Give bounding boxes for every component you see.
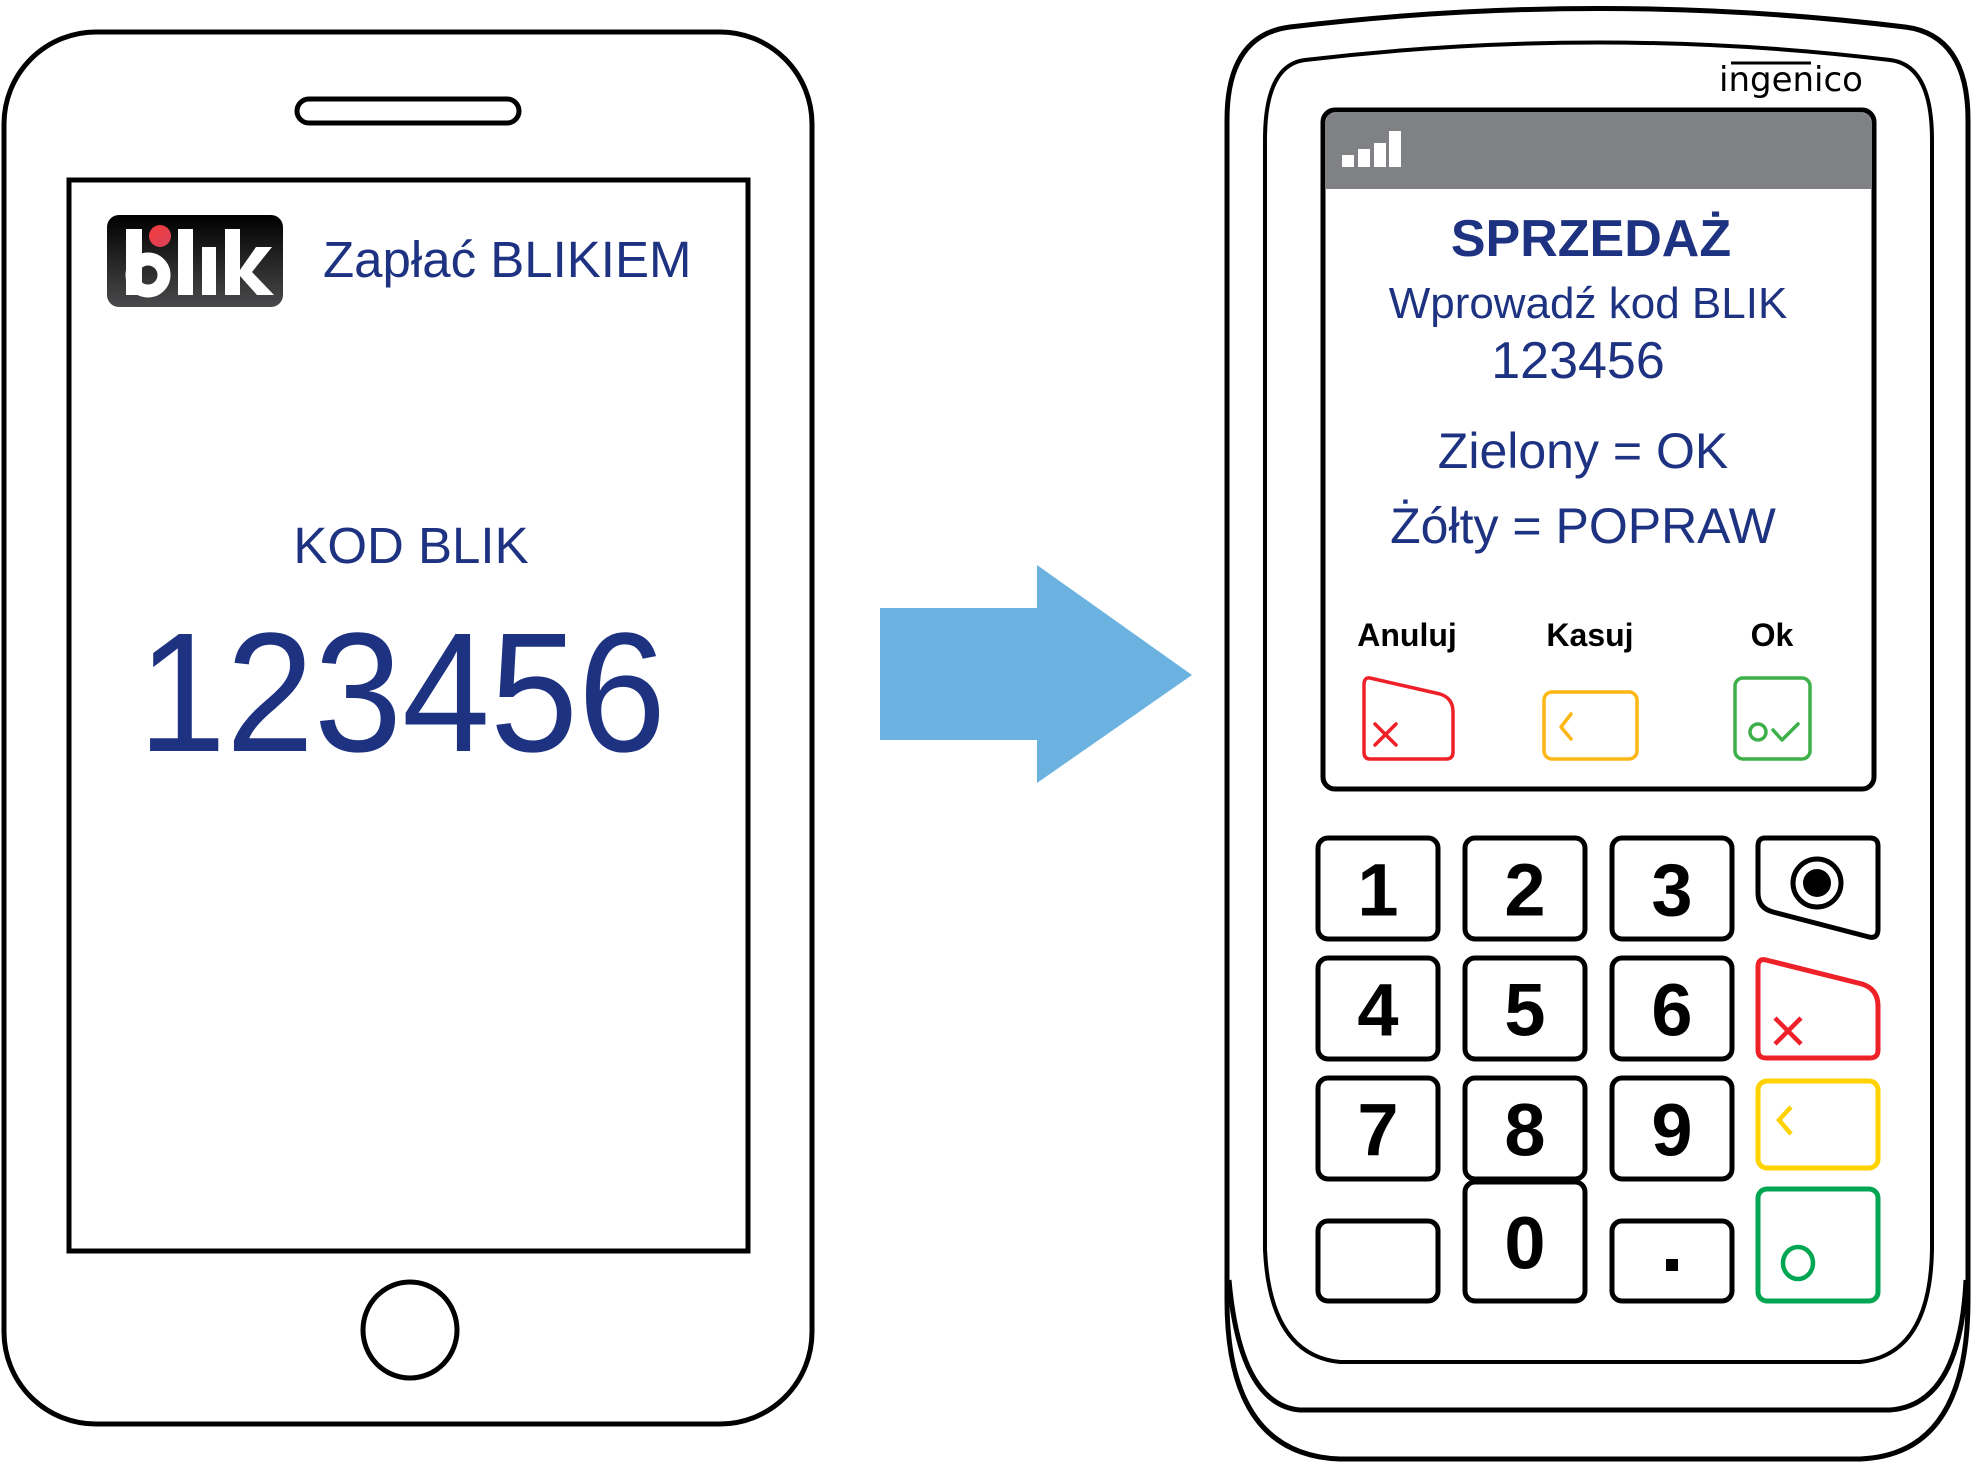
code-label: KOD BLIK [293, 517, 528, 574]
softkey-clear[interactable] [1542, 690, 1639, 761]
blik-logo-icon [107, 215, 283, 307]
key-cap [1609, 835, 1735, 942]
key-label: 6 [1651, 969, 1692, 1052]
backspace-chevron-icon [1775, 1105, 1793, 1136]
screen-title: SPRZEDAŻ [1451, 210, 1731, 268]
key-5[interactable]: 5 [1462, 955, 1588, 1062]
key-9[interactable]: 9 [1609, 1075, 1735, 1182]
enter-key[interactable] [1755, 1186, 1881, 1304]
screen-legend-green: Zielony = OK [1438, 423, 1728, 479]
key-dot[interactable] [1609, 1218, 1735, 1304]
ok-circle-icon [1748, 722, 1768, 742]
app-title: Zapłać BLIKIEM [323, 231, 691, 288]
terminal-screen: SPRZEDAŻ Wprowadź kod BLIK 123456 Zielon… [1320, 107, 1877, 792]
signal-bars-icon [1342, 131, 1401, 167]
key-cap [1462, 1075, 1588, 1182]
key-6[interactable]: 6 [1609, 955, 1735, 1062]
circle-o-icon [1780, 1244, 1816, 1282]
cancel-x-icon [1773, 1016, 1803, 1046]
screen-prompt: Wprowadź kod BLIK [1389, 279, 1788, 328]
key-cap [1609, 955, 1735, 1062]
arrow-right-icon [880, 565, 1192, 783]
softkey-cancel[interactable] [1362, 676, 1455, 761]
backspace-chevron-icon [1559, 712, 1573, 741]
key-label: 1 [1357, 849, 1398, 932]
smartphone: Zapłać BLIKIEM KOD BLIK 123456 [1, 29, 815, 1427]
brand-logo: ingenico [1719, 60, 1863, 100]
cancel-key[interactable] [1755, 957, 1881, 1061]
key-label: 2 [1504, 849, 1545, 932]
softkey-label-ok: Ok [1751, 617, 1794, 653]
key-3[interactable]: 3 [1609, 835, 1735, 942]
blik-code: 123456 [138, 598, 666, 788]
key-cap [1315, 835, 1441, 942]
key-label: 3 [1651, 849, 1692, 932]
contactless-key[interactable] [1755, 835, 1881, 940]
key-cap [1462, 835, 1588, 942]
key-cap [1462, 955, 1588, 1062]
terminal-body-middle [1226, 1279, 1969, 1413]
softkey-label-clear: Kasuj [1546, 617, 1633, 653]
key-cap [1315, 1218, 1441, 1304]
key-label: 0 [1504, 1202, 1545, 1285]
key-7[interactable]: 7 [1315, 1075, 1441, 1182]
key-blank[interactable] [1315, 1218, 1441, 1304]
key-label: 5 [1504, 969, 1545, 1052]
key-0[interactable]: 0 [1462, 1179, 1588, 1304]
key-8[interactable]: 8 [1462, 1075, 1588, 1182]
softkey-label-cancel: Anuluj [1357, 617, 1457, 653]
payment-terminal: ingenico SPRZEDAŻ Wprowadź kod BLIK 1234… [1224, 6, 1971, 1462]
contactless-dot-icon [1790, 856, 1844, 910]
key-cap [1315, 955, 1441, 1062]
screen-legend-yellow: Żółty = POPRAW [1390, 498, 1777, 554]
screen-entered-code: 123456 [1491, 332, 1665, 390]
key-label: 8 [1504, 1089, 1545, 1172]
cancel-x-icon [1373, 722, 1398, 747]
screen-header-bar [1326, 113, 1871, 189]
key-label: 7 [1357, 1089, 1398, 1172]
dot-icon [1666, 1259, 1678, 1271]
key-cap [1315, 1075, 1441, 1182]
keypad: 1 2 3 4 5 6 7 8 9 0 [1315, 835, 1735, 1304]
key-cap [1609, 1075, 1735, 1182]
key-label: 4 [1357, 969, 1398, 1052]
speaker-slot-icon [294, 96, 522, 126]
home-button-icon[interactable] [360, 1279, 460, 1381]
key-2[interactable]: 2 [1462, 835, 1588, 942]
softkey-ok[interactable] [1733, 676, 1812, 761]
ok-check-icon [1771, 722, 1800, 742]
phone-screen [66, 177, 751, 1254]
key-4[interactable]: 4 [1315, 955, 1441, 1062]
correction-key[interactable] [1755, 1078, 1881, 1171]
key-1[interactable]: 1 [1315, 835, 1441, 942]
cancel-key-shape-icon [1362, 676, 1455, 761]
key-cap [1462, 1179, 1588, 1304]
key-label: 9 [1651, 1089, 1692, 1172]
